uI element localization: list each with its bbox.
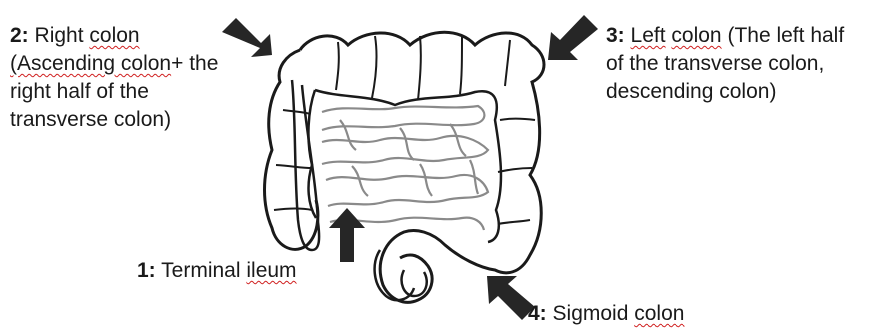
- label-sigmoid-colon: 4: Sigmoid colon: [528, 300, 684, 328]
- label-terminal-ileum-name: Terminal: [161, 259, 240, 282]
- label-right-colon-line-4: transverse colon): [10, 106, 218, 134]
- label-left-colon-line-3: descending colon): [606, 78, 844, 106]
- label-left-colon-line-1-rest: (The left half: [727, 24, 844, 47]
- label-sigmoid-colon-name: Sigmoid: [553, 302, 629, 325]
- label-right-colon-line-2-underlined: (Ascending colon: [10, 52, 171, 75]
- label-left-colon: 3: Left colon (The left half of the tran…: [606, 22, 844, 106]
- arrow-terminal-ileum: [329, 208, 365, 262]
- label-right-colon-line-3: right half of the: [10, 78, 218, 106]
- label-left-colon-line-2: of the transverse colon,: [606, 50, 844, 78]
- label-number-4: 4:: [528, 302, 547, 325]
- label-number-2: 2:: [10, 24, 29, 47]
- label-left-colon-name-1: Left: [631, 24, 666, 47]
- appendix-loop: [292, 80, 319, 250]
- label-number-1: 1:: [137, 259, 156, 282]
- label-right-colon-line-2-rest: + the: [171, 52, 218, 75]
- arrow-left-colon: [548, 15, 598, 60]
- label-terminal-ileum-name-underlined: ileum: [246, 259, 296, 282]
- label-right-colon-line-2: (Ascending colon+ the: [10, 50, 218, 78]
- label-right-colon: 2: Right colon (Ascending colon+ the rig…: [10, 22, 218, 134]
- label-right-colon-line-1: 2: Right colon: [10, 22, 218, 50]
- label-right-colon-name: Right: [35, 24, 84, 47]
- label-right-colon-name-underlined: colon: [89, 24, 139, 47]
- label-left-colon-name-2: colon: [671, 24, 721, 47]
- arrow-right-colon: [222, 18, 272, 57]
- label-number-3: 3:: [606, 24, 625, 47]
- label-left-colon-line-1: 3: Left colon (The left half: [606, 22, 844, 50]
- label-sigmoid-colon-name-underlined: colon: [634, 302, 684, 325]
- label-terminal-ileum: 1: Terminal ileum: [137, 257, 297, 285]
